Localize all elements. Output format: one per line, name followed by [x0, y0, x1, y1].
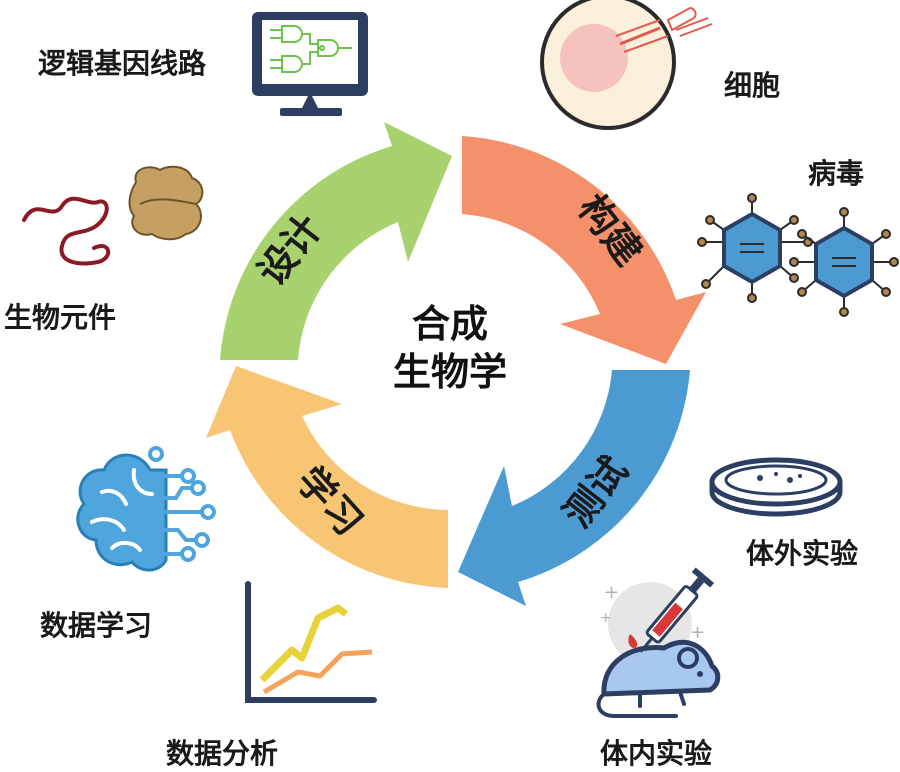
data-learning-label: 数据学习	[40, 609, 153, 642]
test-arrow: 测试	[458, 370, 690, 606]
line-chart-icon	[245, 581, 377, 703]
svg-text:+: +	[600, 610, 612, 626]
in-vitro-label: 体外实验	[746, 537, 859, 570]
center-title-line1: 合成	[411, 302, 488, 346]
learn-arrow: 学习	[206, 366, 448, 588]
center-title-line2: 生物学	[392, 350, 507, 394]
svg-text:+: +	[690, 622, 705, 643]
svg-text:+: +	[604, 582, 619, 603]
cell-label: 细胞	[724, 69, 781, 102]
build-arrow: 构建	[462, 136, 706, 364]
computer-monitor-icon	[252, 12, 368, 116]
dna-protein-icon	[22, 165, 204, 266]
molecule-icon	[697, 193, 899, 317]
data-analysis-label: 数据分析	[166, 737, 279, 770]
center-title: 合成 生物学	[340, 300, 560, 396]
logic-circuit-label: 逻辑基因线路	[38, 47, 207, 80]
bio-parts-label: 生物元件	[4, 301, 117, 334]
cell-injection-icon	[540, 0, 713, 130]
petri-dish-icon	[709, 457, 843, 517]
brain-circuit-icon	[76, 446, 216, 572]
mouse-syringe-icon: + + +	[596, 567, 721, 718]
virus-label: 病毒	[808, 157, 865, 190]
in-vivo-label: 体内实验	[600, 737, 713, 770]
